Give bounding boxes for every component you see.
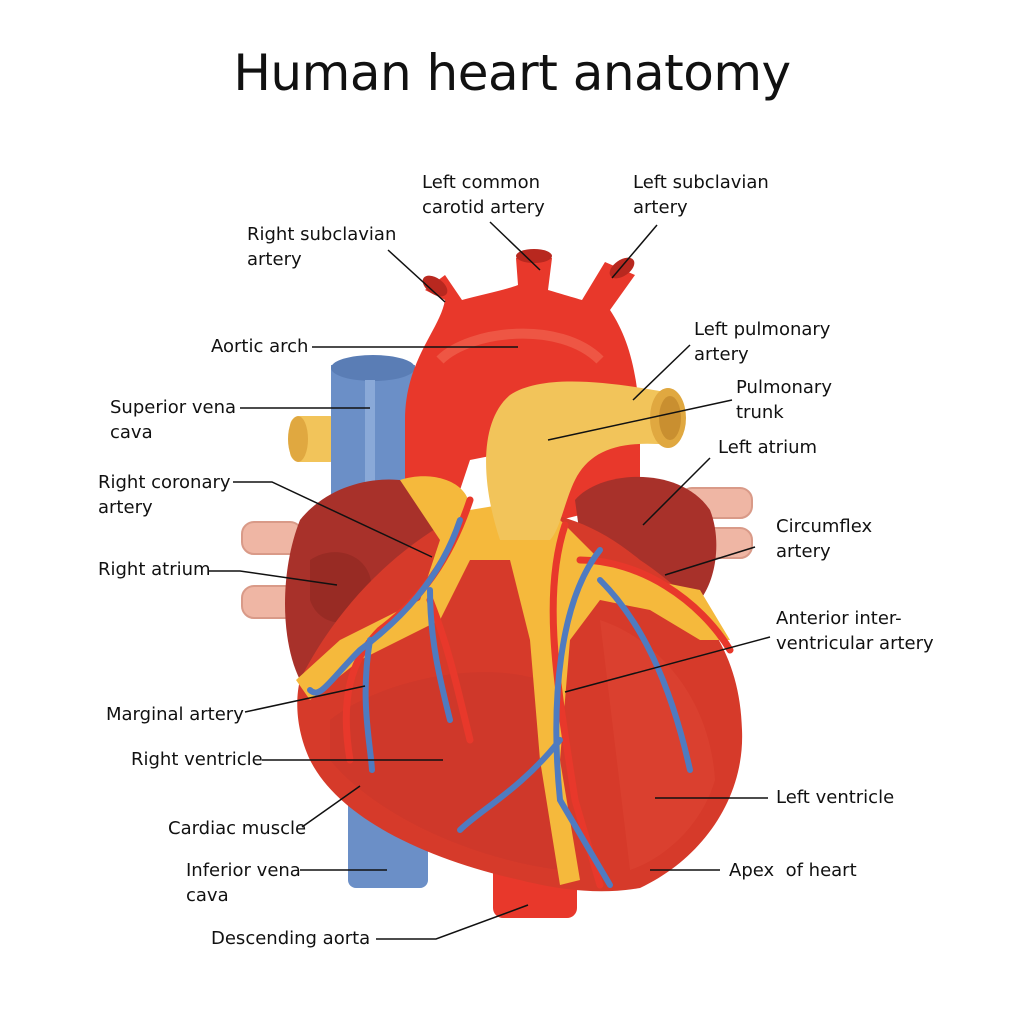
label-right-coronary-artery: Right coronary artery xyxy=(98,470,231,520)
label-line: Left pulmonary xyxy=(694,319,831,340)
label-marginal-artery: Marginal artery xyxy=(106,702,244,727)
label-line: artery xyxy=(776,541,831,562)
label-line: Marginal artery xyxy=(106,704,244,725)
label-line: Anterior inter- xyxy=(776,608,902,629)
label-left-atrium: Left atrium xyxy=(718,435,817,460)
label-line: Left ventricle xyxy=(776,787,895,808)
label-cardiac-muscle: Cardiac muscle xyxy=(168,816,306,841)
diagram-title: Human heart anatomy xyxy=(233,44,791,102)
label-left-subclavian-artery: Left subclavian artery xyxy=(633,170,769,220)
pulmonary-trunk xyxy=(486,381,686,540)
label-inferior-vena-cava: Inferior vena cava xyxy=(186,858,301,908)
label-left-ventricle: Left ventricle xyxy=(776,785,894,810)
label-line: artery xyxy=(633,197,688,218)
label-left-pulmonary-artery: Left pulmonary artery xyxy=(694,317,830,367)
label-line: Descending aorta xyxy=(211,928,371,949)
coronary-vessels xyxy=(307,496,734,889)
label-right-subclavian-artery: Right subclavian artery xyxy=(247,222,396,272)
label-line: artery xyxy=(98,497,153,518)
leader-lines xyxy=(208,221,771,940)
label-pulmonary-trunk: Pulmonary trunk xyxy=(736,375,832,425)
label-left-common-carotid-artery: Left common carotid artery xyxy=(422,170,545,220)
label-line: Pulmonary xyxy=(736,377,832,398)
label-line: Left atrium xyxy=(718,437,818,458)
label-line: Right ventricle xyxy=(131,749,263,770)
label-superior-vena-cava: Superior vena cava xyxy=(110,395,236,445)
label-circumflex-artery: Circumflex artery xyxy=(776,514,872,564)
label-line: Apex of heart xyxy=(729,860,857,881)
label-line: cava xyxy=(110,422,153,443)
label-line: ventricular artery xyxy=(776,633,934,654)
label-line: Left common xyxy=(422,172,540,193)
fat-deposits xyxy=(296,476,730,885)
label-line: Cardiac muscle xyxy=(168,818,307,839)
label-line: trunk xyxy=(736,402,784,423)
label-line: carotid artery xyxy=(422,197,545,218)
label-line: Inferior vena xyxy=(186,860,301,881)
label-aortic-arch: Aortic arch xyxy=(211,334,308,359)
label-line: Aortic arch xyxy=(211,336,309,357)
label-line: Left subclavian xyxy=(633,172,769,193)
label-anterior-interventricular-artery: Anterior inter-ventricular artery xyxy=(776,606,934,656)
label-right-ventricle: Right ventricle xyxy=(131,747,263,772)
label-descending-aorta: Descending aorta xyxy=(211,926,370,951)
label-apex-of-heart: Apex of heart xyxy=(729,858,857,883)
label-line: Superior vena xyxy=(110,397,237,418)
label-line: Circumflex xyxy=(776,516,873,537)
label-line: Right subclavian xyxy=(247,224,397,245)
label-line: Right atrium xyxy=(98,559,211,580)
label-line: Right coronary xyxy=(98,472,231,493)
label-right-atrium: Right atrium xyxy=(98,557,211,582)
label-line: artery xyxy=(694,344,749,365)
label-line: artery xyxy=(247,249,302,270)
label-line: cava xyxy=(186,885,229,906)
